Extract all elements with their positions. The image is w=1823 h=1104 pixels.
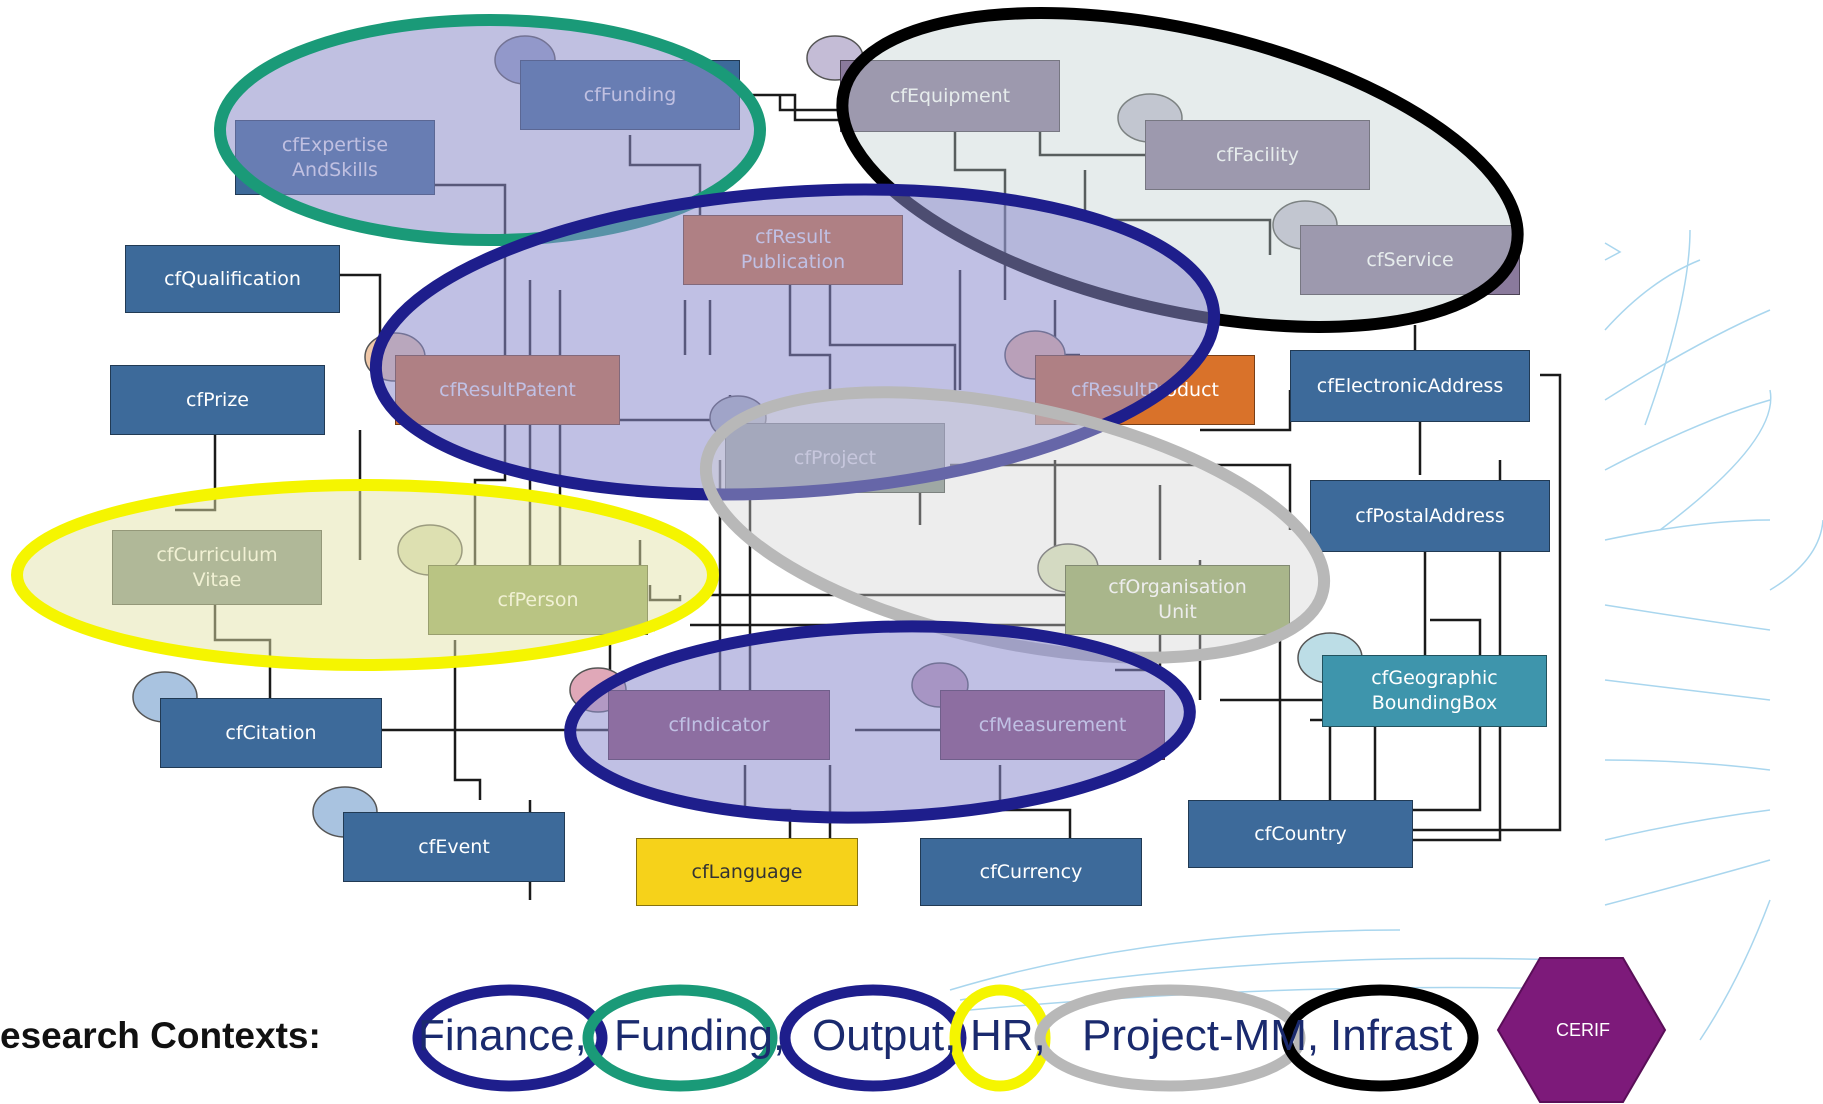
entity-result-product: cfResultProduct <box>1035 355 1255 425</box>
legend-lead: esearch Contexts: <box>0 1015 321 1056</box>
entity-qualification: cfQualification <box>125 245 340 313</box>
entity-funding: cfFunding <box>520 60 740 130</box>
entity-equipment: cfEquipment <box>840 60 1060 132</box>
entity-indicator: cfIndicator <box>608 690 830 760</box>
entity-postal-address: cfPostalAddress <box>1310 480 1550 552</box>
entity-expertise-and-skills: cfExpertise AndSkills <box>235 120 435 195</box>
cerif-badge-label: CERIF <box>1556 1019 1610 1040</box>
entity-service: cfService <box>1300 225 1520 295</box>
entity-currency: cfCurrency <box>920 838 1142 906</box>
entity-person: cfPerson <box>428 565 648 635</box>
entity-result-patent: cfResultPatent <box>395 355 620 425</box>
entity-measurement: cfMeasurement <box>940 690 1165 760</box>
entity-organisation-unit: cfOrganisation Unit <box>1065 565 1290 635</box>
entity-prize: cfPrize <box>110 365 325 435</box>
entity-geographic-bounding-box: cfGeographic BoundingBox <box>1322 655 1547 727</box>
entity-country: cfCountry <box>1188 800 1413 868</box>
legend-infrastructure: Infrast <box>1330 1011 1453 1060</box>
entity-result-publication: cfResult Publication <box>683 215 903 285</box>
entity-curriculum-vitae: cfCurriculum Vitae <box>112 530 322 605</box>
entity-event: cfEvent <box>343 812 565 882</box>
entity-electronic-address: cfElectronicAddress <box>1290 350 1530 422</box>
entity-facility: cfFacility <box>1145 120 1370 190</box>
legend-finance: Finance, <box>418 1011 587 1060</box>
legend-funding: Funding, <box>614 1011 786 1060</box>
legend-output: Output, <box>812 1011 957 1060</box>
legend-hr: HR, <box>970 1011 1046 1060</box>
legend-project-mm: Project-MM, <box>1082 1011 1320 1060</box>
entity-project: cfProject <box>725 423 945 493</box>
entity-language: cfLanguage <box>636 838 858 906</box>
entity-citation: cfCitation <box>160 698 382 768</box>
